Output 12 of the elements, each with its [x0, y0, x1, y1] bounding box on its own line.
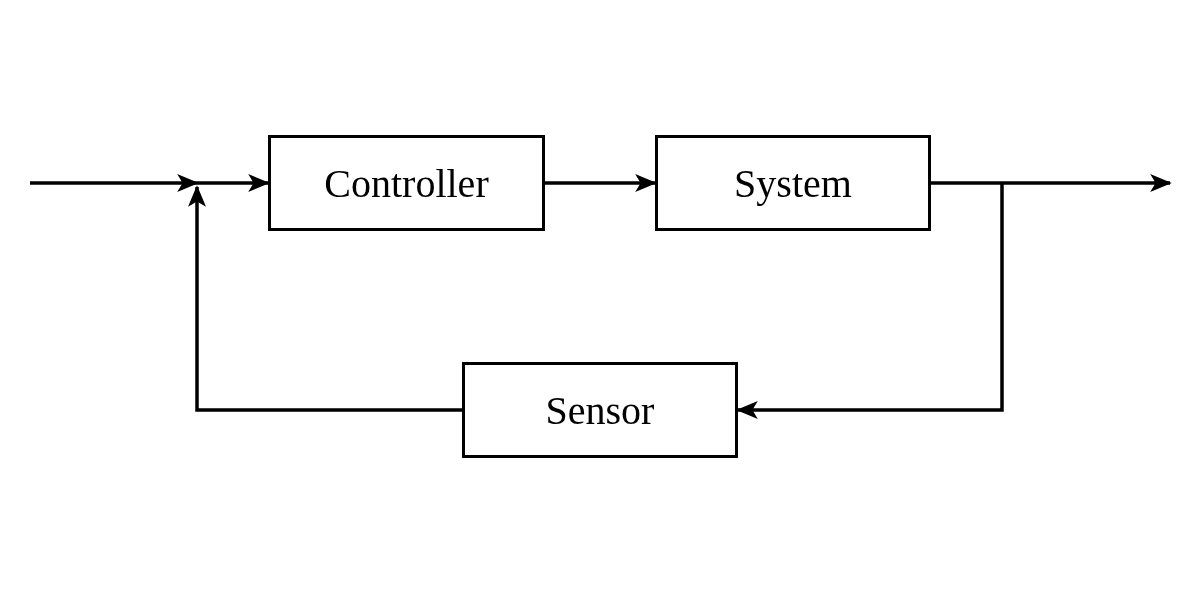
arrow [545, 174, 657, 192]
arrow [197, 174, 270, 192]
box-label: System [734, 159, 852, 207]
box-label: Controller [324, 159, 489, 207]
arrow [188, 185, 462, 412]
process-box [462, 362, 738, 458]
arrow [30, 174, 199, 192]
process-box [268, 135, 545, 231]
arrow [736, 183, 1004, 419]
box-label: Sensor [545, 386, 655, 434]
arrow [1002, 174, 1172, 192]
process-box [655, 135, 931, 231]
